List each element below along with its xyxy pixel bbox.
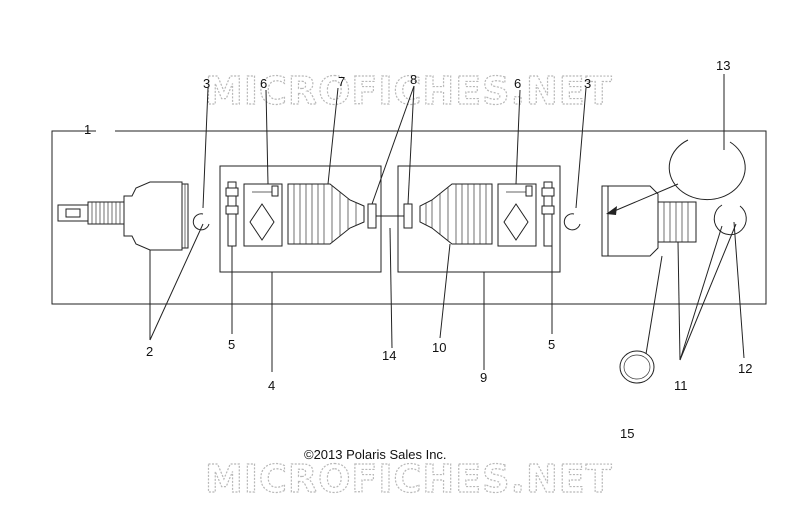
leader-lines — [149, 74, 745, 372]
callout-8: 8 — [410, 72, 417, 87]
callout-5-right: 5 — [548, 337, 555, 352]
watermark-bottom: MICROFICHES.NET — [205, 457, 613, 501]
clamp-left — [225, 181, 239, 247]
ring-15 — [619, 350, 655, 384]
retaining-ring — [713, 204, 747, 236]
clamp-right — [541, 181, 555, 247]
callout-1: 1 — [84, 122, 91, 137]
boot-kit-inner-box — [397, 165, 561, 273]
callout-13: 13 — [716, 58, 730, 73]
copyright-text: ©2013 Polaris Sales Inc. — [304, 447, 447, 462]
circlip-right — [563, 213, 581, 231]
callout-7: 7 — [338, 74, 345, 89]
drive-shaft-assembly-box — [51, 130, 767, 305]
callout-10: 10 — [432, 340, 446, 355]
circlip-left — [192, 213, 210, 231]
watermark-top: MICROFICHES.NET — [205, 69, 613, 113]
grease-pack-left — [243, 183, 283, 247]
callout-9: 9 — [480, 370, 487, 385]
small-clamp-right — [403, 203, 413, 229]
boot-kit-outer-box — [219, 165, 382, 273]
grease-pack-right — [497, 183, 537, 247]
arrow-13 — [606, 183, 679, 215]
large-snap-ring — [668, 139, 746, 201]
callouts: 1 2 3 3 4 5 5 6 6 7 8 9 10 11 12 13 14 1… — [84, 58, 752, 441]
callout-4: 4 — [268, 378, 275, 393]
boot-right — [419, 183, 493, 245]
callout-2: 2 — [146, 344, 153, 359]
callout-11: 11 — [674, 378, 688, 393]
callout-14: 14 — [382, 348, 396, 363]
callout-3-left: 3 — [203, 76, 210, 91]
outer-cv-joint — [57, 181, 189, 251]
callout-6-left: 6 — [260, 76, 267, 91]
boot-left — [287, 183, 365, 245]
callout-12: 12 — [738, 361, 752, 376]
callout-15: 15 — [620, 426, 634, 441]
inner-cv-joint — [601, 185, 697, 257]
callout-5-left: 5 — [228, 337, 235, 352]
callout-6-right: 6 — [514, 76, 521, 91]
callout-3-right: 3 — [584, 76, 591, 91]
small-clamp-left — [367, 203, 377, 229]
